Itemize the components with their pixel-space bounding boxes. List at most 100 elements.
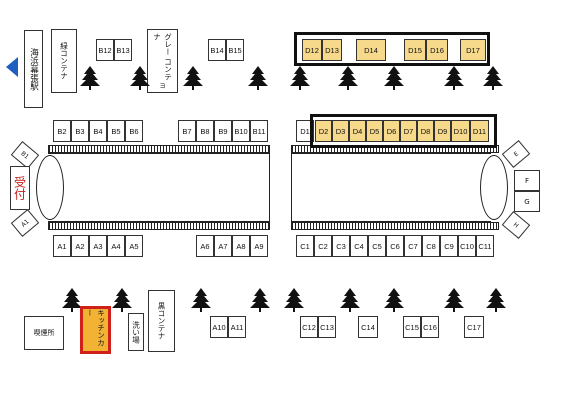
booth-d10[interactable]: D10: [451, 120, 470, 142]
tree-icon: [483, 66, 503, 90]
booth-d7[interactable]: D7: [400, 120, 417, 142]
booth-a2[interactable]: A2: [71, 235, 89, 257]
tree-icon: [250, 288, 270, 312]
booth-d5[interactable]: D5: [366, 120, 383, 142]
booth-d17[interactable]: D17: [460, 39, 486, 61]
gate-right-g: G: [514, 191, 540, 212]
tree-icon: [486, 288, 506, 312]
reception-box: 受付: [10, 166, 30, 210]
right-hall-floor: [291, 153, 491, 222]
booth-c8[interactable]: C8: [422, 235, 440, 257]
tree-icon: [130, 66, 150, 90]
booth-b11[interactable]: B11: [250, 120, 268, 142]
booth-c11[interactable]: C11: [476, 235, 494, 257]
left-hall-track-bottom: [48, 222, 270, 230]
booth-a3[interactable]: A3: [89, 235, 107, 257]
booth-d9[interactable]: D9: [434, 120, 451, 142]
booth-b4[interactable]: B4: [89, 120, 107, 142]
booth-d16[interactable]: D16: [426, 39, 448, 61]
booth-c16[interactable]: C16: [421, 316, 439, 338]
booth-d15[interactable]: D15: [404, 39, 426, 61]
booth-c17[interactable]: C17: [464, 316, 484, 338]
d-top-group: [294, 32, 490, 66]
booth-a6[interactable]: A6: [196, 235, 214, 257]
smoking-area: 喫煙所: [24, 316, 64, 350]
booth-b10[interactable]: B10: [232, 120, 250, 142]
booth-b7[interactable]: B7: [178, 120, 196, 142]
tree-icon: [191, 288, 211, 312]
left-hall-track-top: [48, 145, 270, 153]
booth-a4[interactable]: A4: [107, 235, 125, 257]
tree-icon: [290, 66, 310, 90]
booth-b2[interactable]: B2: [53, 120, 71, 142]
right-hall-track-bottom: [291, 222, 499, 230]
gate-right-bottom: H: [501, 211, 531, 239]
booth-c4[interactable]: C4: [350, 235, 368, 257]
booth-a1[interactable]: A1: [53, 235, 71, 257]
tree-icon: [80, 66, 100, 90]
booth-b5[interactable]: B5: [107, 120, 125, 142]
tree-icon: [444, 66, 464, 90]
booth-d13[interactable]: D13: [322, 39, 342, 61]
booth-a8[interactable]: A8: [232, 235, 250, 257]
booth-d1[interactable]: D1: [296, 120, 314, 142]
kitchen-car[interactable]: キッチンカー: [80, 306, 111, 354]
booth-b14[interactable]: B14: [208, 39, 226, 61]
black-container: 黒コンテナ: [148, 290, 175, 352]
booth-d8[interactable]: D8: [417, 120, 434, 142]
booth-b3[interactable]: B3: [71, 120, 89, 142]
d-row-group: [310, 114, 497, 148]
booth-b15[interactable]: B15: [226, 39, 244, 61]
right-hall-end-oval: [480, 155, 508, 220]
booth-b6[interactable]: B6: [125, 120, 143, 142]
booth-a7[interactable]: A7: [214, 235, 232, 257]
station-arrow-icon: [6, 57, 18, 77]
gate-right-top: E: [501, 140, 531, 168]
booth-d6[interactable]: D6: [383, 120, 400, 142]
booth-c10[interactable]: C10: [458, 235, 476, 257]
booth-d2[interactable]: D2: [315, 120, 332, 142]
booth-d12[interactable]: D12: [302, 39, 322, 61]
booth-c13[interactable]: C13: [318, 316, 336, 338]
booth-c7[interactable]: C7: [404, 235, 422, 257]
booth-d14[interactable]: D14: [356, 39, 386, 61]
tree-icon: [62, 288, 82, 312]
booth-b13[interactable]: B13: [114, 39, 132, 61]
tree-icon: [338, 66, 358, 90]
tree-icon: [284, 288, 304, 312]
booth-a9[interactable]: A9: [250, 235, 268, 257]
tree-icon: [248, 66, 268, 90]
booth-a5[interactable]: A5: [125, 235, 143, 257]
gate-left-top: B1: [10, 141, 40, 169]
tree-icon: [112, 288, 132, 312]
left-hall-end-oval: [36, 155, 64, 220]
gate-left-bottom: A1: [10, 209, 40, 237]
booth-b12[interactable]: B12: [96, 39, 114, 61]
booth-c5[interactable]: C5: [368, 235, 386, 257]
booth-b9[interactable]: B9: [214, 120, 232, 142]
left-hall-floor: [48, 153, 270, 222]
booth-c9[interactable]: C9: [440, 235, 458, 257]
booth-c3[interactable]: C3: [332, 235, 350, 257]
booth-c6[interactable]: C6: [386, 235, 404, 257]
tree-icon: [444, 288, 464, 312]
booth-a11[interactable]: A11: [228, 316, 246, 338]
booth-a10[interactable]: A10: [210, 316, 228, 338]
booth-c12[interactable]: C12: [300, 316, 318, 338]
booth-c14[interactable]: C14: [358, 316, 378, 338]
booth-d11[interactable]: D11: [470, 120, 489, 142]
booth-c2[interactable]: C2: [314, 235, 332, 257]
tree-icon: [384, 66, 404, 90]
booth-c15[interactable]: C15: [403, 316, 421, 338]
gray-container: グレー コンテナ ヨ: [147, 29, 178, 93]
booth-c1[interactable]: C1: [296, 235, 314, 257]
booth-d4[interactable]: D4: [349, 120, 366, 142]
tree-icon: [340, 288, 360, 312]
booth-d3[interactable]: D3: [332, 120, 349, 142]
station-label: 海浜幕張駅: [24, 30, 43, 108]
gate-right-f: F: [514, 170, 540, 191]
wash-area: 洗い場: [128, 313, 144, 351]
booth-b8[interactable]: B8: [196, 120, 214, 142]
tree-icon: [183, 66, 203, 90]
